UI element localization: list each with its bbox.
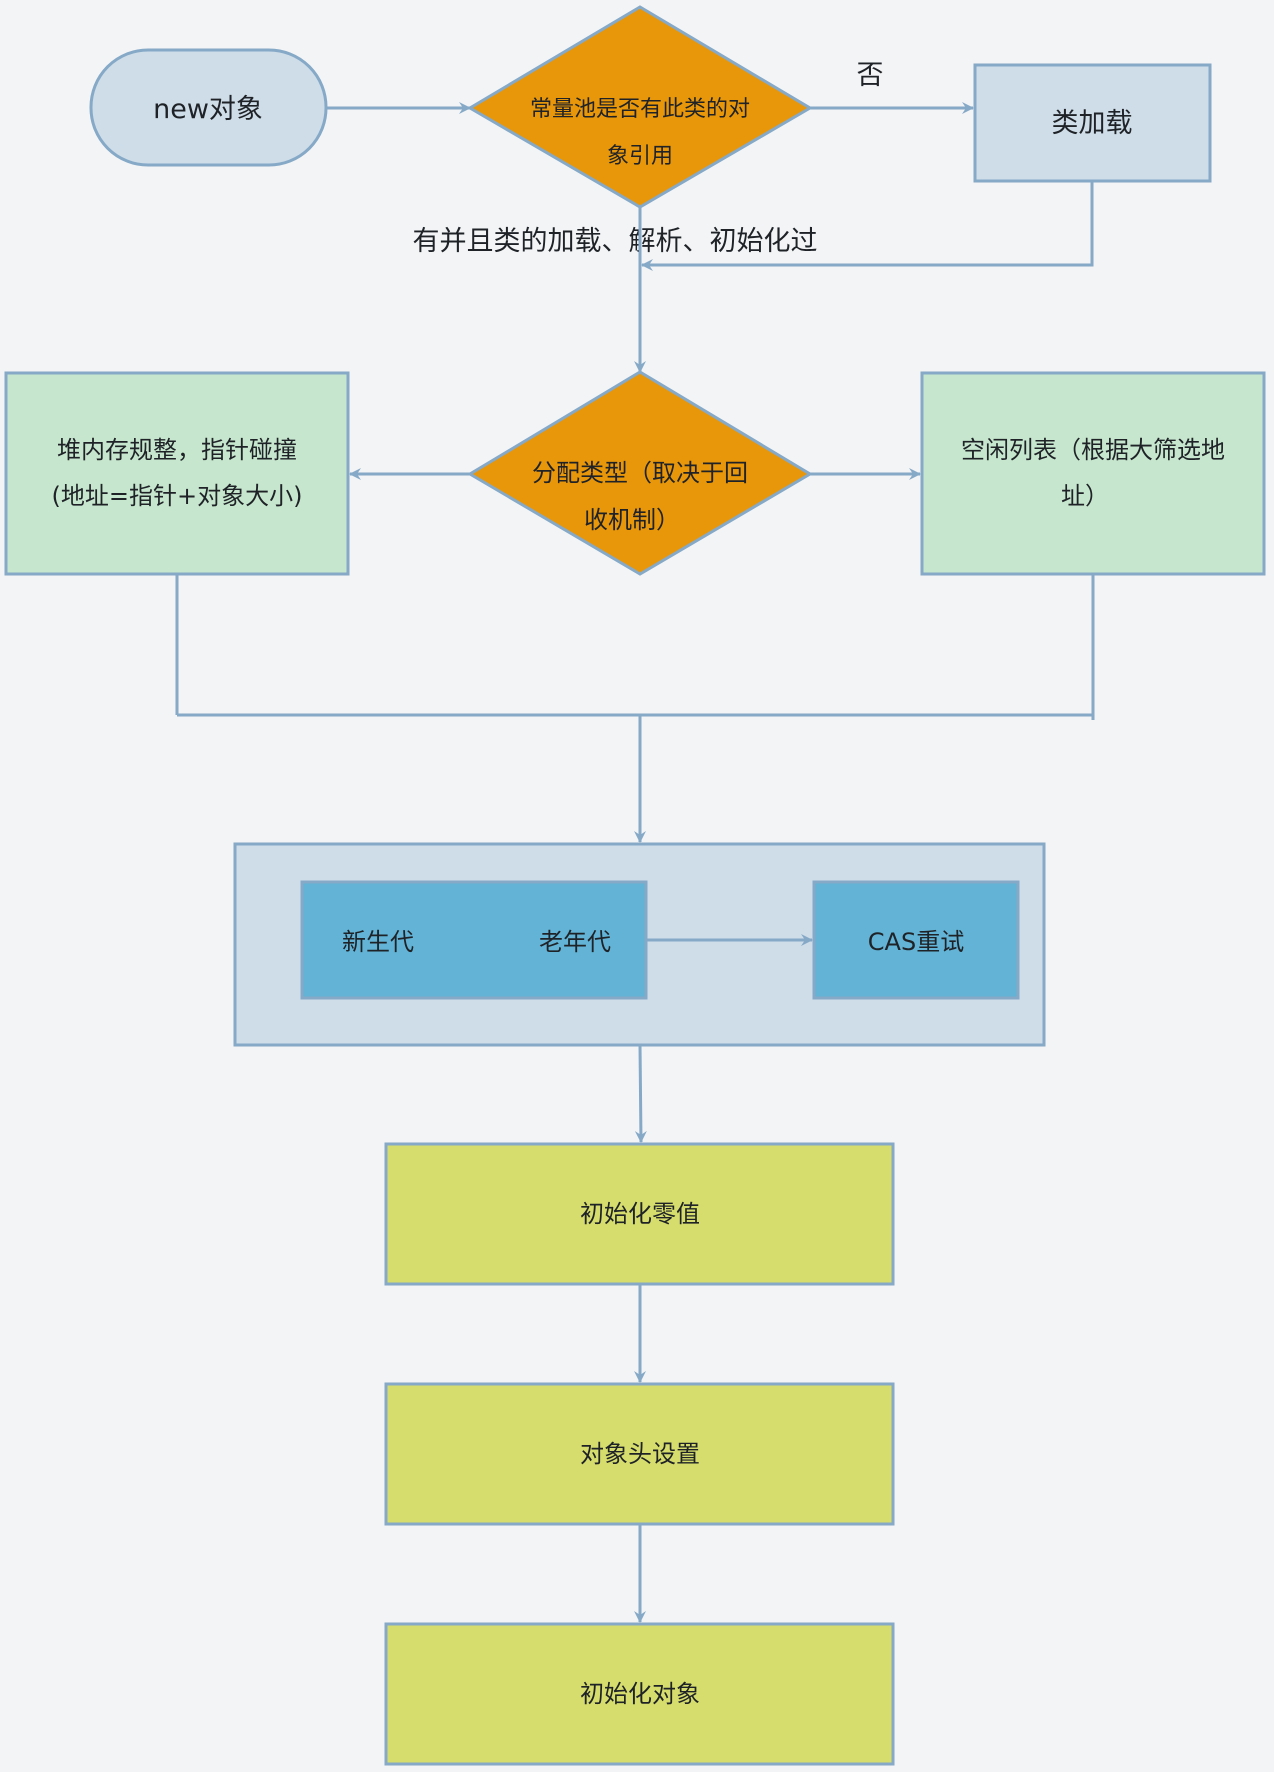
free-list-line2: 址）	[1061, 482, 1109, 510]
bump-pointer-node[interactable]: 堆内存规整，指针碰撞 (地址=指针+对象大小)	[4, 371, 350, 576]
edge-no-label: 否	[857, 60, 884, 91]
decision-allocation-type[interactable]: 分配类型（取决于回 收机制）	[467, 370, 813, 576]
concurrency-group: 新生代 老年代 CAS重试	[233, 842, 1046, 1047]
bump-pointer-line1: 堆内存规整，指针碰撞	[57, 436, 297, 464]
decision-pool-line2: 象引用	[607, 144, 673, 169]
zero-init-label: 初始化零值	[580, 1200, 700, 1228]
start-node[interactable]: new对象	[89, 48, 328, 167]
class-load-node[interactable]: 类加载	[973, 63, 1212, 183]
decision-alloc-line2: 收机制）	[584, 506, 680, 534]
free-list-line1: 空闲列表（根据大筛选地	[961, 436, 1225, 464]
arrow-classload-return	[641, 181, 1094, 271]
object-init-label: 初始化对象	[580, 1680, 700, 1708]
decision-constant-pool[interactable]: 常量池是否有此类的对 象引用	[467, 5, 813, 209]
bump-pointer-line2: (地址=指针+对象大小)	[52, 482, 303, 510]
decision-pool-line1: 常量池是否有此类的对	[530, 97, 750, 122]
header-setup-label: 对象头设置	[580, 1440, 700, 1468]
class-load-label: 类加载	[1052, 108, 1133, 139]
header-setup-node[interactable]: 对象头设置	[384, 1382, 895, 1526]
young-generation-label: 新生代	[342, 928, 414, 956]
start-label: new对象	[153, 94, 263, 125]
edge-yes-label: 有并且类的加载、解析、初始化过	[413, 226, 818, 257]
free-list-node[interactable]: 空闲列表（根据大筛选地 址）	[920, 371, 1266, 576]
young-old-generation-node[interactable]: 新生代 老年代	[300, 880, 648, 1000]
connectors	[175, 102, 1095, 1623]
cas-retry-label: CAS重试	[868, 928, 964, 956]
arrow-group-to-zero	[634, 1044, 647, 1143]
cas-retry-node[interactable]: CAS重试	[812, 880, 1020, 1000]
decision-alloc-line1: 分配类型（取决于回	[532, 459, 748, 487]
zero-init-node[interactable]: 初始化零值	[384, 1142, 895, 1286]
old-generation-label: 老年代	[539, 928, 611, 956]
object-init-node[interactable]: 初始化对象	[384, 1622, 895, 1766]
